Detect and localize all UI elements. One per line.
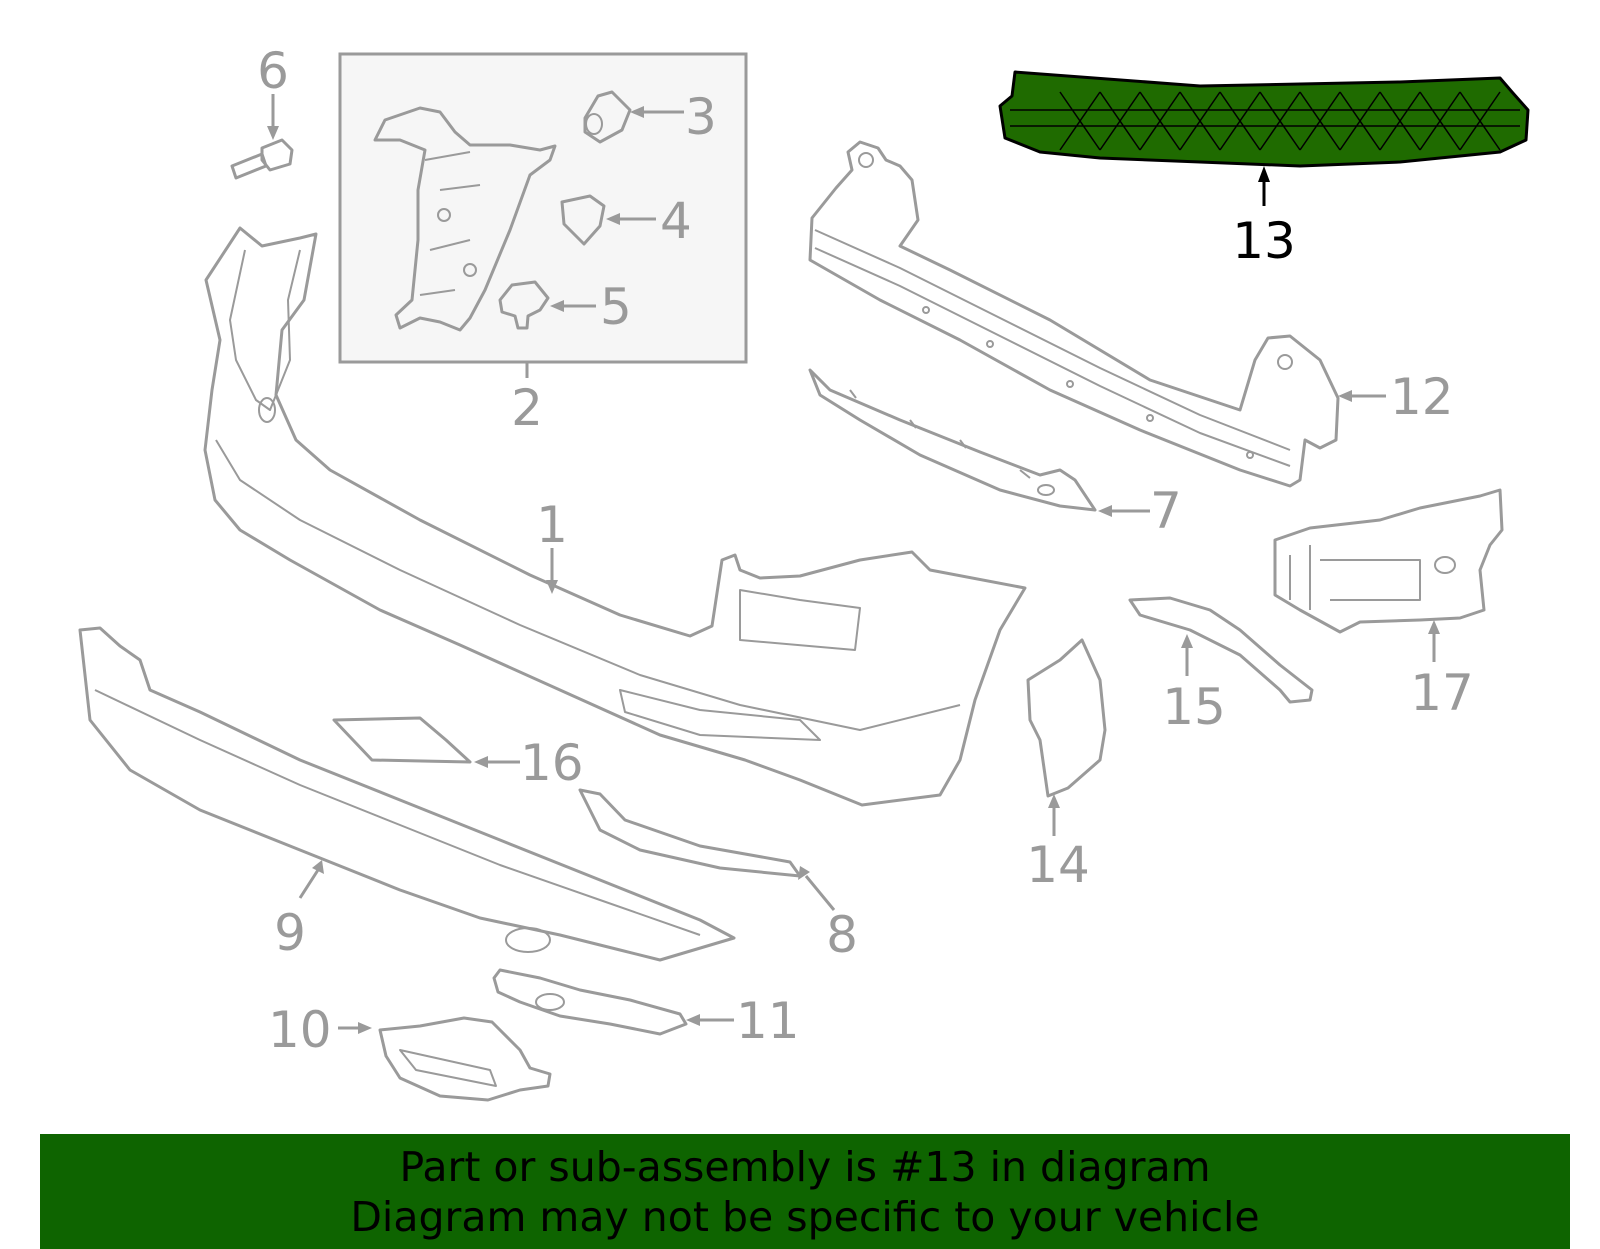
callout-16: 16: [474, 734, 584, 792]
part-4-nut[interactable]: [560, 194, 606, 246]
part-10-exhaust-trim[interactable]: [378, 1016, 552, 1102]
svg-text:2: 2: [511, 379, 543, 437]
svg-text:7: 7: [1150, 482, 1182, 540]
callout-2: 2: [511, 362, 543, 437]
svg-text:8: 8: [826, 906, 858, 964]
callout-11: 11: [686, 992, 800, 1050]
inset-box: [338, 52, 748, 364]
svg-text:9: 9: [274, 904, 306, 962]
callout-15: 15: [1162, 634, 1226, 736]
part-12-impact-bar[interactable]: [808, 140, 1340, 488]
part-7-strip[interactable]: [808, 368, 1097, 512]
part-5-push-clip[interactable]: [498, 280, 550, 330]
callout-3: 3: [630, 88, 717, 146]
callout-1: 1: [536, 496, 568, 594]
svg-text:5: 5: [600, 278, 632, 336]
svg-text:3: 3: [685, 88, 717, 146]
callout-10: 10: [268, 1001, 372, 1059]
part-9-valance[interactable]: [78, 626, 736, 962]
callout-6: 6: [257, 42, 289, 140]
part-11-bracket[interactable]: [492, 968, 688, 1036]
part-2-bracket[interactable]: [373, 106, 557, 332]
svg-text:12: 12: [1390, 368, 1454, 426]
callout-8: 8: [798, 866, 858, 964]
callout-17: 17: [1410, 620, 1474, 722]
svg-text:6: 6: [257, 42, 289, 100]
part-13-energy-absorber[interactable]: [998, 70, 1530, 168]
info-banner: Part or sub-assembly is #13 in diagram D…: [40, 1134, 1570, 1249]
callout-4: 4: [606, 192, 692, 250]
banner-line-2: Diagram may not be specific to your vehi…: [350, 1193, 1260, 1241]
svg-text:17: 17: [1410, 664, 1474, 722]
part-6-bolt[interactable]: [230, 138, 294, 180]
callout-12: 12: [1338, 368, 1454, 426]
callout-14: 14: [1026, 794, 1090, 894]
banner-line-1: Part or sub-assembly is #13 in diagram: [399, 1143, 1211, 1191]
svg-text:14: 14: [1026, 836, 1090, 894]
svg-text:11: 11: [736, 992, 800, 1050]
callout-9: 9: [274, 860, 324, 962]
callout-13: 13: [1232, 166, 1296, 270]
part-1-bumper-cover[interactable]: [203, 226, 1027, 807]
part-16-cover[interactable]: [332, 716, 472, 764]
svg-text:15: 15: [1162, 678, 1226, 736]
part-14-cover[interactable]: [1026, 638, 1107, 798]
part-3-clip[interactable]: [583, 90, 632, 144]
callout-7: 7: [1098, 482, 1182, 540]
svg-text:13: 13: [1232, 212, 1296, 270]
part-15-bracket[interactable]: [1128, 596, 1314, 704]
svg-text:10: 10: [268, 1001, 332, 1059]
svg-text:16: 16: [520, 734, 584, 792]
part-8-trim[interactable]: [578, 788, 802, 878]
part-17-bracket[interactable]: [1273, 488, 1504, 634]
svg-text:1: 1: [536, 496, 568, 554]
callout-5: 5: [550, 278, 632, 336]
svg-text:4: 4: [660, 192, 692, 250]
